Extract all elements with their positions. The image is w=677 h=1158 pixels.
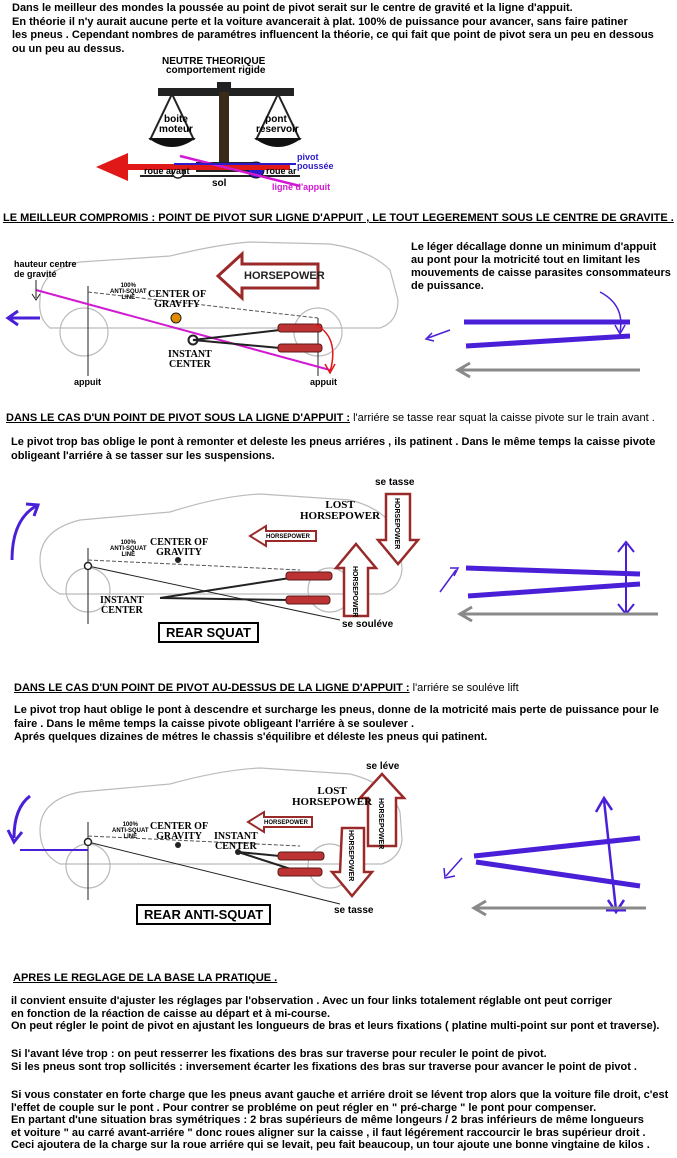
ligne-appuit-label: ligne d'appuit [272,182,331,192]
instant-center-label-3: INSTANT CENTER [214,831,258,852]
cog-label-1: CENTER OF GRAVITY [148,289,207,310]
intro-line: ou un peu au dessus. [12,42,125,55]
intro-line: Dans le meilleur des mondes la poussée a… [12,2,573,14]
hp-vertical-3a: HORSEPOWER [377,798,384,850]
se-souleve-label: se souléve [342,619,394,630]
section2-heading: DANS LE CAS D'UN POINT DE PIVOT SOUS LA … [6,412,655,424]
car-outline-2 [10,492,421,624]
roue-ar-label: roue ar [266,166,297,176]
hp-small-label-2: HORSEPOWER [266,534,311,540]
hp-vertical-2a: HORSEPOWER [393,498,400,550]
arms-diagram-3 [443,795,646,917]
car-outline-3 [6,767,407,905]
horsepower-label-1: HORSEPOWER [244,270,325,282]
lost-horsepower-label-3: LOST HORSEPOWER [292,785,373,808]
balance-drawing [96,82,302,188]
se-leve-label: se léve [366,761,400,772]
hp-vertical-2b: HORSEPOWER [351,566,358,618]
appuit-right-label: appuit [310,377,337,387]
hauteur-pointer [31,280,41,301]
sol-label: sol [212,178,227,189]
hp-small-label-3: HORSEPOWER [264,820,309,826]
lost-horsepower-label-2: LOST HORSEPOWER [300,499,381,522]
se-tasse-label-2: se tasse [375,477,415,488]
balance-subtitle: comportement rigide [166,65,266,76]
section4-p1: il convient ensuite d'ajuster les réglag… [11,995,660,1032]
section4-p2: Si l'avant léve trop : on peut resserrer… [11,1048,637,1073]
section1-note: Le léger décallage donne un minimum d'ap… [411,241,671,292]
arms-diagram-1 [424,291,640,379]
appuit-left-label: appuit [74,377,101,387]
instant-center-label-1: INSTANT CENTER [168,349,212,370]
balance-left-pan: boite moteur [159,114,193,135]
antisquat-label-1: 100% ANTI-SQUAT LINE [110,283,147,301]
hp-vertical-3b: HORSEPOWER [347,830,354,882]
rear-anti-squat-box: REAR ANTI-SQUAT [136,904,272,925]
intro-paragraph: Dans le meilleur des mondes la poussée a… [12,2,654,56]
section2-body: Le pivot trop bas oblige le pont à remon… [11,436,656,462]
section3-heading: DANS LE CAS D'UN POINT DE PIVOT AU-DESSU… [14,682,519,694]
section4-p3: Si vous constater en forte charge que le… [11,1089,669,1151]
balance-right-pan: pont reservoir [256,114,299,135]
section4-heading: APRES LE REGLAGE DE LA BASE LA PRATIQUE … [13,972,278,984]
intro-line: En théorie il n'y aurait aucune perte et… [12,15,628,28]
car-outline-1 [5,241,399,376]
roue-avant-label: roue avant [144,166,190,176]
hauteur-centre-label: hauteur centre de gravité [14,259,77,279]
rear-squat-box: REAR SQUAT [158,622,259,643]
antisquat-label-2: 100% ANTI-SQUAT LINE [110,540,147,558]
se-tasse-label-3: se tasse [334,905,374,916]
antisquat-label-3: 100% ANTI-SQUAT LINE [112,822,149,840]
pivot-label: pivot [297,152,319,162]
intro-line: les pneus . Cependant nombres de paramét… [12,29,654,41]
cog-label-3: CENTER OF GRAVITY [150,821,209,842]
section3-body: Le pivot trop haut oblige le pont à desc… [14,704,659,743]
arms-diagram-2 [439,540,658,623]
balance-title: NEUTRE THEORIQUE [162,56,266,67]
section1-heading: LE MEILLEUR COMPROMIS : POINT DE PIVOT S… [3,212,674,224]
cog-label-2: CENTER OF GRAVITY [150,537,209,558]
poussee-label: poussée [297,161,334,171]
instant-center-label-2: INSTANT CENTER [100,595,144,616]
